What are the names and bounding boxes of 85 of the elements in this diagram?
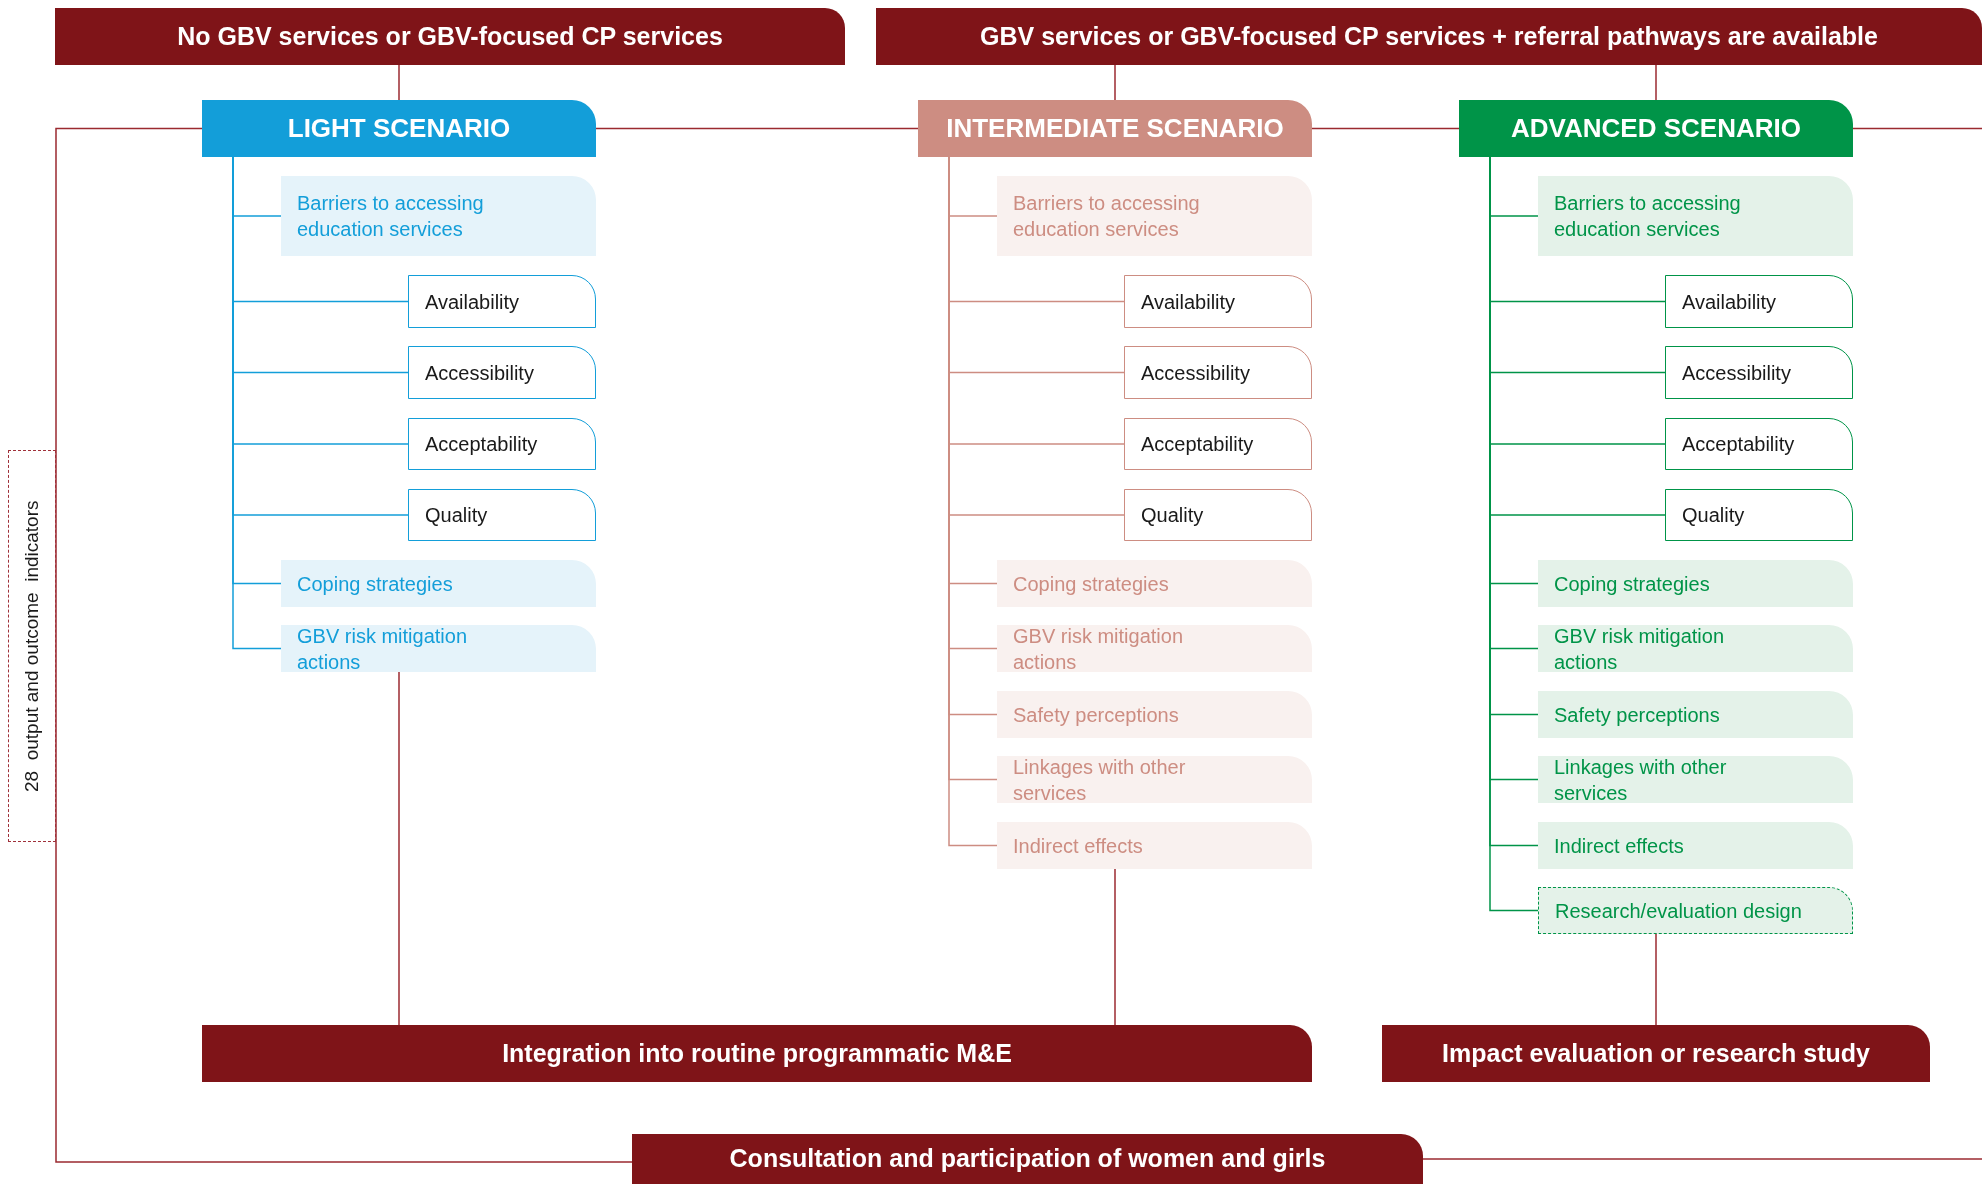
topic-box [997,691,1312,738]
box-label: Availability [1141,289,1236,315]
box-label: GBV services or GBV-focused CP services + referral pathways are available [980,20,1878,52]
dimension-box [1665,346,1853,399]
vertical-label: 28 output and outcome indicators [19,500,43,792]
scenario-header [202,100,596,157]
dimension-box [1665,489,1853,541]
condition-banner [55,8,845,65]
topic-box [281,625,596,672]
topic-box [1538,176,1853,256]
dimension-box [1665,418,1853,470]
box-label: Consultation and participation of women and girls [729,1143,1326,1175]
connector-line [55,127,633,1163]
topic-box [1538,625,1853,672]
box-label: Acceptability [1682,432,1795,457]
dimension-box [1124,346,1312,399]
box-label: Linkages with other services [1554,754,1728,806]
dimension-box [408,346,596,399]
dimension-box [408,418,596,470]
box-label: Barriers to accessing education services [297,191,485,242]
dimension-box [1124,418,1312,470]
box-label: GBV risk mitigation actions [297,623,469,675]
approach-banner [1382,1025,1930,1082]
dimension-box [1124,275,1312,328]
connector-line [1311,127,1460,130]
box-label: Availability [1682,289,1777,315]
box-label: Barriers to accessing education services [1554,191,1742,242]
topic-box [281,176,596,256]
connector-line [398,64,400,101]
box-label: Coping strategies [1013,571,1169,597]
topic-box [1538,822,1853,869]
box-label: No GBV services or GBV-focused CP services [177,20,723,52]
approach-banner [202,1025,1312,1082]
box-label: Accessibility [1141,360,1250,386]
dimension-box [1124,489,1312,541]
box-label: Safety perceptions [1013,702,1179,728]
box-label: Barriers to accessing education services [1013,191,1201,242]
box-label: GBV risk mitigation actions [1554,623,1726,675]
box-label: LIGHT SCENARIO [287,112,511,145]
box-label: Accessibility [425,360,534,386]
box-label: Safety perceptions [1554,702,1720,728]
connector-line [398,671,400,1026]
box-label: ADVANCED SCENARIO [1511,112,1801,145]
box-label: Indirect effects [1013,833,1143,859]
connector-line [1422,1158,1982,1160]
connector-line [1114,64,1116,101]
box-label: Quality [425,503,488,528]
topic-box [1538,756,1853,803]
indicator-box [8,450,56,842]
approach-banner [632,1134,1423,1184]
box-label: Linkages with other services [1013,754,1187,806]
topic-box [997,756,1312,803]
box-label: Research/evaluation design [1555,898,1802,924]
topic-box [997,176,1312,256]
dimension-box [1665,275,1853,328]
connector-line [1852,127,1982,130]
box-label: Coping strategies [297,571,453,597]
topic-box [281,560,596,607]
connector-line [595,127,919,130]
box-label: Impact evaluation or research study [1442,1037,1870,1069]
topic-box [997,625,1312,672]
dimension-box [408,275,596,328]
topic-box [1538,691,1853,738]
box-label: Integration into routine programmatic M&E [502,1037,1012,1069]
connector-line [1655,64,1657,101]
box-label: Indirect effects [1554,833,1684,859]
box-label: Accessibility [1682,360,1791,386]
topic-box [1538,560,1853,607]
box-label: Availability [425,289,520,315]
box-label: Acceptability [1141,432,1254,457]
box-label: Acceptability [425,432,538,457]
scenario-header [1459,100,1853,157]
box-label: INTERMEDIATE SCENARIO [946,112,1284,145]
box-label: Coping strategies [1554,571,1710,597]
topic-box [997,560,1312,607]
scenario-header [918,100,1312,157]
box-label: Quality [1141,503,1204,528]
topic-box [997,822,1312,869]
box-label: GBV risk mitigation actions [1013,623,1185,675]
dimension-box [408,489,596,541]
condition-banner [876,8,1982,65]
connector-line [1655,933,1657,1026]
connector-line [1114,868,1116,1026]
box-label: Quality [1682,503,1745,528]
design-box [1538,887,1853,934]
